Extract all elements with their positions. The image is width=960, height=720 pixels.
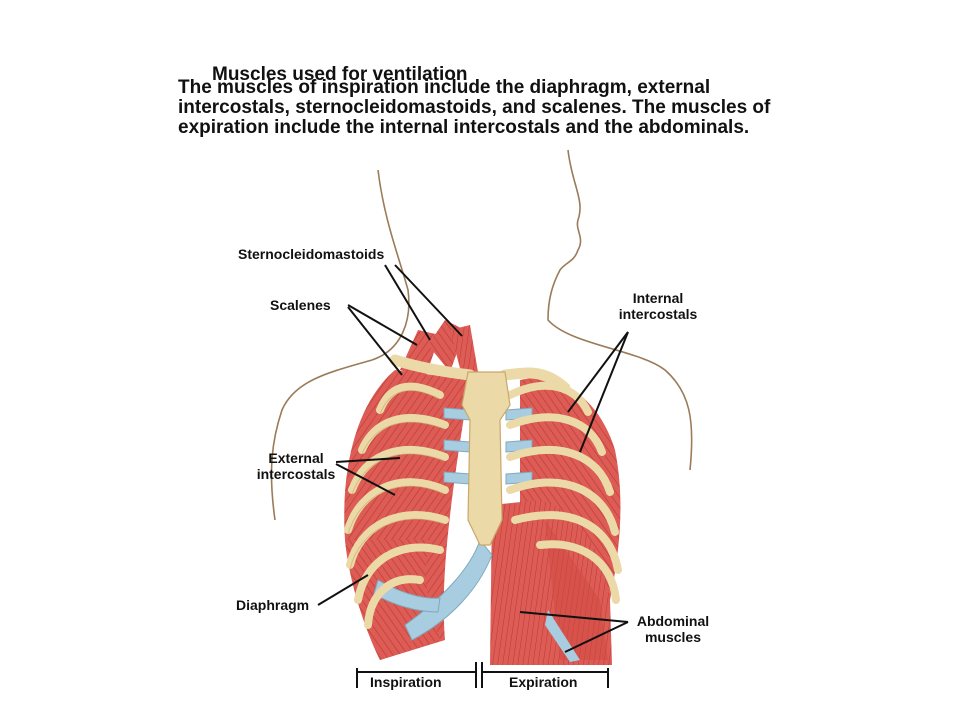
costal-cartilage	[373, 407, 533, 641]
pointer-lines	[317, 264, 629, 653]
label-expiration: Expiration	[509, 674, 578, 690]
label-abdominal-line2: muscles	[644, 629, 702, 645]
paragraph-line-3: expiration include the internal intercos…	[178, 117, 750, 138]
label-external-intercostals: External intercostals	[246, 450, 346, 482]
label-sternocleidomastoids: Sternocleidomastoids	[238, 246, 385, 262]
paragraph-line-2: intercostals, sternocleidomastoids, and …	[178, 97, 771, 118]
label-abdominal-line1: Abdominal	[636, 613, 710, 629]
clavicles	[389, 354, 571, 394]
label-diaphragm: Diaphragm	[236, 597, 310, 613]
body-outline	[270, 149, 693, 521]
phase-bracket	[356, 662, 609, 688]
slide-paragraph: The muscles of inspiration include the d…	[178, 78, 818, 138]
label-internal-intercostals: Internal intercostals	[608, 290, 708, 322]
label-scalenes: Scalenes	[270, 297, 331, 313]
sternum	[461, 371, 511, 546]
paragraph-line-1: The muscles of inspiration include the d…	[178, 77, 711, 98]
label-inspiration: Inspiration	[370, 674, 442, 690]
ribs-left	[344, 382, 449, 629]
slide-heading: Muscles used for ventilation	[212, 64, 468, 85]
label-internal-line2: intercostals	[618, 306, 698, 322]
label-external-line2: intercostals	[256, 466, 336, 482]
label-internal-line1: Internal	[632, 290, 684, 306]
label-external-line1: External	[268, 450, 324, 466]
label-abdominal-muscles: Abdominal muscles	[628, 613, 718, 645]
neck-muscles	[400, 320, 478, 378]
